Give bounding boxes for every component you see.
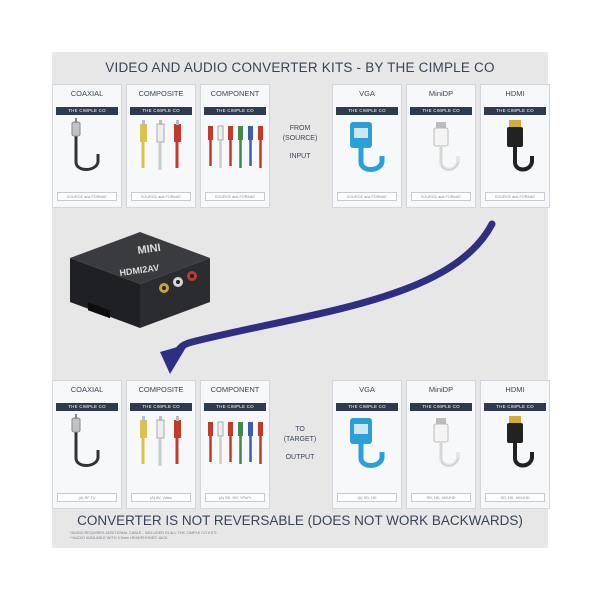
footnote-1: *AUDIO REQUIRES ADDITIONAL CABLE - INCLU…	[70, 531, 217, 535]
connector-name: COAXIAL	[70, 385, 104, 394]
footnote-2: **AUDIO AVAILABLE WITH 3.5mm HEADPHONES …	[70, 536, 168, 540]
connector-name: COMPOSITE	[138, 89, 184, 98]
input-card-component: COMPONENT THE CIMPLE CO SOURCE and FORMAT	[200, 84, 270, 208]
output-card-hdmi: HDMI THE CIMPLE CO SD, HD, 4K/UHD	[480, 380, 550, 509]
device-label-mini: MINI	[137, 242, 162, 257]
input-label: FROM (SOURCE) INPUT	[275, 124, 325, 162]
connector-caption: SOURCE and FORMAT	[57, 192, 117, 201]
brand-strip: THE CIMPLE CO	[410, 403, 472, 411]
connector-caption: SOURCE and FORMAT	[337, 192, 397, 201]
input-card-composite: COMPOSITE THE CIMPLE CO SOURCE and FORMAT	[126, 84, 196, 208]
page-title: VIDEO AND AUDIO CONVERTER KITS - BY THE …	[105, 60, 495, 75]
brand-strip: THE CIMPLE CO	[484, 107, 546, 115]
vga-cable-icon	[336, 118, 398, 180]
connector-name: HDMI	[505, 385, 525, 394]
output-card-vga: VGA THE CIMPLE CO (A) SD, HD	[332, 380, 402, 509]
connector-name: COMPOSITE	[138, 385, 184, 394]
hdmi-cable-icon	[484, 118, 546, 180]
connector-caption: SOURCE and FORMAT	[485, 192, 545, 201]
brand-strip: THE CIMPLE CO	[410, 107, 472, 115]
connector-name: VGA	[359, 89, 375, 98]
brand-strip: THE CIMPLE CO	[130, 107, 192, 115]
input-card-coaxial: COAXIAL THE CIMPLE CO SOURCE and FORMAT	[52, 84, 122, 208]
output-label-line3: OUTPUT	[285, 454, 315, 461]
brand-strip: THE CIMPLE CO	[336, 403, 398, 411]
connector-name: HDMI	[505, 89, 525, 98]
output-card-component: COMPONENT THE CIMPLE CO (A) SD, HD, YPbPr	[200, 380, 270, 509]
connector-caption: SOURCE and FORMAT	[205, 192, 265, 201]
brand-strip: THE CIMPLE CO	[484, 403, 546, 411]
brand-strip: THE CIMPLE CO	[56, 403, 118, 411]
coaxial-cable-icon	[56, 118, 118, 180]
minidp-cable-icon	[410, 414, 472, 476]
output-label: TO (TARGET) OUTPUT	[275, 425, 325, 463]
composite-rca-icon	[130, 118, 192, 180]
input-card-vga: VGA THE CIMPLE CO SOURCE and FORMAT	[332, 84, 402, 208]
connector-caption: SD, HD, 4K/UHD	[411, 493, 471, 502]
brand-strip: THE CIMPLE CO	[130, 403, 192, 411]
input-label-line1: FROM	[289, 125, 311, 132]
connector-name: VGA	[359, 385, 375, 394]
brand-strip: THE CIMPLE CO	[336, 107, 398, 115]
coaxial-cable-icon	[56, 414, 118, 476]
input-card-minidp: MiniDP THE CIMPLE CO SOURCE and FORMAT	[406, 84, 476, 208]
component-rca-icon	[204, 414, 266, 476]
hdmi-cable-icon	[484, 414, 546, 476]
input-label-line2: (SOURCE)	[282, 135, 318, 142]
component-rca-icon	[204, 118, 266, 180]
minidp-cable-icon	[410, 118, 472, 180]
connector-name: MiniDP	[428, 385, 454, 394]
connector-caption: SD, HD, 4K/UHD	[485, 493, 545, 502]
connector-caption: (A) SD, HD, YPbPr	[205, 493, 265, 502]
connector-name: MiniDP	[428, 89, 454, 98]
output-label-line1: TO	[295, 426, 305, 433]
output-label-line2: (TARGET)	[283, 436, 317, 443]
hdmi-port	[88, 302, 110, 319]
output-card-coaxial: COAXIAL THE CIMPLE CO (A) RF TV	[52, 380, 122, 509]
input-card-hdmi: HDMI THE CIMPLE CO SOURCE and FORMAT	[480, 84, 550, 208]
brand-strip: THE CIMPLE CO	[56, 107, 118, 115]
output-card-minidp: MiniDP THE CIMPLE CO SD, HD, 4K/UHD	[406, 380, 476, 509]
connector-caption: (A) SD, HD	[337, 493, 397, 502]
connector-caption: (A) AV, Video	[131, 493, 191, 502]
connector-caption: (A) RF TV	[57, 493, 117, 502]
connector-name: COAXIAL	[70, 89, 104, 98]
vga-cable-icon	[336, 414, 398, 476]
connector-caption: SOURCE and FORMAT	[411, 192, 471, 201]
input-label-line3: INPUT	[289, 153, 311, 160]
connector-name: COMPONENT	[210, 385, 260, 394]
converter-box-icon: MINI HDMI2AV	[70, 232, 210, 328]
brand-strip: THE CIMPLE CO	[204, 107, 266, 115]
composite-rca-icon	[130, 414, 192, 476]
reverse-warning: CONVERTER IS NOT REVERSABLE (DOES NOT WO…	[77, 513, 523, 528]
connector-caption: SOURCE and FORMAT	[131, 192, 191, 201]
brand-strip: THE CIMPLE CO	[204, 403, 266, 411]
connector-name: COMPONENT	[210, 89, 260, 98]
output-card-composite: COMPOSITE THE CIMPLE CO (A) AV, Video	[126, 380, 196, 509]
